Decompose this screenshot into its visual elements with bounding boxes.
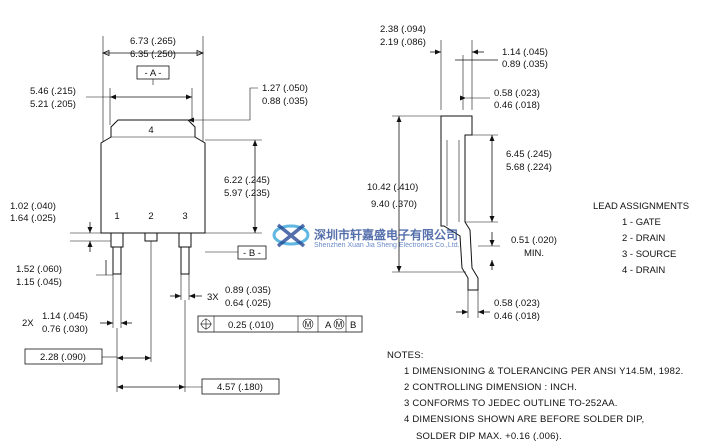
watermark-english: Shenzhen Xuan Jia Sheng Electronics Co.,…: [314, 242, 460, 249]
lead-2x-label: 2X: [22, 318, 34, 329]
note-1: 1 DIMENSIONING & TOLERANCING PER ANSI Y1…: [404, 366, 683, 377]
mmc-symbol-icon-2: [333, 318, 345, 330]
pin3-label: 3: [182, 211, 187, 222]
notes-title: NOTES:: [387, 350, 424, 361]
note-2: 2 CONTROLLING DIMENSION : INCH.: [404, 382, 577, 393]
tab-thick-label: 1.14 (.045): [502, 47, 548, 58]
lead-thick-bot-min-label: 0.46 (.018): [494, 311, 540, 322]
fcf-datum-a: A: [325, 320, 332, 331]
lead-assignment-2: 2 - DRAIN: [622, 233, 665, 244]
lead-2-stub: [144, 232, 158, 242]
side-view: 2.38 (.094) 2.19 (.086) 1.14 (.045) 0.89…: [367, 24, 557, 322]
tab-thick-min-label: 0.89 (.035): [502, 59, 548, 70]
lead-1: [112, 246, 122, 275]
body-length-label: 6.45 (.245): [506, 149, 552, 160]
lead-assignment-4: 4 - DRAIN: [622, 265, 665, 276]
lead-1-shoulder: [110, 232, 124, 248]
lead-thick-top-label: 0.58 (.023): [494, 88, 540, 99]
mmc-symbol-icon: [302, 318, 314, 330]
notes: NOTES: 1 DIMENSIONING & TOLERANCING PER …: [387, 350, 683, 442]
side-package-outline: [440, 115, 479, 291]
standoff-min-label: MIN.: [524, 248, 544, 259]
front-view: 6.73 (.265) 6.35 (.250) - A - 5.46 (.215…: [10, 36, 363, 395]
pin1-label: 1: [114, 211, 119, 222]
body-height-min-label: 5.97 (.235): [224, 188, 270, 199]
lead-offset-label: 1.02 (.040): [10, 201, 56, 212]
lead-width-min-label: 0.64 (.025): [225, 298, 271, 309]
fcf-tolerance: 0.25 (.010): [228, 320, 274, 331]
fcf-datum-b: B: [350, 320, 356, 331]
tab-step-min-label: 0.88 (.035): [262, 96, 308, 107]
lead-3: [180, 246, 190, 275]
lead-offset-min-label: 1.64 (.025): [10, 213, 56, 224]
watermark: 深圳市轩嘉盛电子有限公司 Shenzhen Xuan Jia Sheng Ele…: [272, 223, 460, 249]
body-length-min-label: 5.68 (.224): [506, 162, 552, 173]
feature-control-frame: 0.25 (.010) M A M B: [197, 315, 363, 333]
lead-thick-bot-label: 0.58 (.023): [494, 298, 540, 309]
datum-b-box: [237, 245, 267, 260]
watermark-chinese: 深圳市轩嘉盛电子有限公司: [314, 227, 458, 242]
fcf-m1: M: [305, 320, 312, 329]
note-4: 4 DIMENSIONS SHOWN ARE BEFORE SOLDER DIP…: [404, 414, 644, 425]
lead-width-3x-label: 3X: [207, 292, 219, 303]
overall-length-label: 10.42 (.410): [367, 182, 418, 193]
note-3: 3 CONFORMS TO JEDEC OUTLINE TO-252AA.: [404, 398, 618, 409]
standoff-label: 0.51 (.020): [511, 235, 557, 246]
note-4-cont: SOLDER DIP MAX. +0.16 (.006).: [416, 431, 562, 442]
lead-pitch-label: 1.14 (.045): [42, 311, 88, 322]
width-total-min-label: 6.35 (.250): [130, 49, 176, 60]
fcf-m2: M: [336, 320, 343, 329]
lead-wide-label: 1.52 (.060): [16, 264, 62, 275]
width-total-label: 6.73 (.265): [130, 36, 176, 47]
pin4-label: 4: [148, 125, 153, 136]
datum-b-label: - B -: [243, 248, 261, 259]
lead-assignments: LEAD ASSIGNMENTS 1 - GATE 2 - DRAIN 3 - …: [593, 201, 689, 276]
span-label: 4.57 (.180): [217, 382, 263, 393]
tab-step-label: 1.27 (.050): [262, 83, 308, 94]
pin2-label: 2: [148, 211, 153, 222]
pitch-label: 2.28 (.090): [40, 352, 86, 363]
lead-assignments-title: LEAD ASSIGNMENTS: [593, 201, 689, 212]
thickness-min-label: 2.19 (.086): [380, 37, 426, 48]
body-height-label: 6.22 (.245): [224, 175, 270, 186]
overall-length-min-label: 9.40 (.370): [371, 199, 417, 210]
lead-pitch-min-label: 0.76 (.030): [42, 324, 88, 335]
watermark-logo-icon: [272, 223, 310, 248]
lead-assignment-1: 1 - GATE: [622, 217, 661, 228]
lead-thick-top-min-label: 0.46 (.018): [494, 100, 540, 111]
datum-a-label: - A -: [145, 68, 162, 79]
tab-width-min-label: 5.21 (.205): [30, 99, 76, 110]
lead-width-label: 0.89 (.035): [225, 285, 271, 296]
lead-assignment-3: 3 - SOURCE: [622, 249, 676, 260]
span-box: [201, 378, 280, 395]
lead-3-shoulder: [178, 232, 192, 248]
tab-width-label: 5.46 (.215): [30, 86, 76, 97]
pitch-box: [24, 348, 103, 365]
thickness-label: 2.38 (.094): [380, 24, 426, 35]
lead-wide-min-label: 1.15 (.045): [16, 277, 62, 288]
